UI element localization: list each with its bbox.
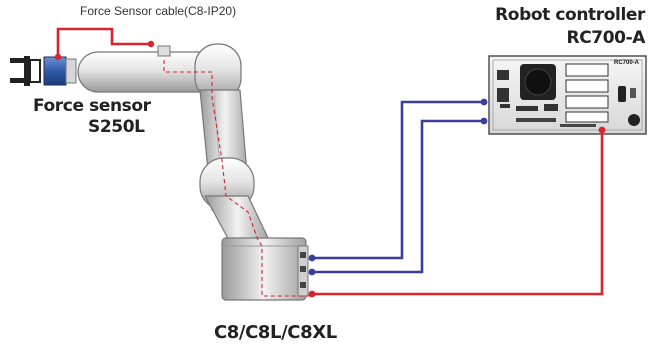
force-sensor-cable-label: Force Sensor cable(C8-IP20) (80, 4, 237, 18)
force-sensor-cable-extension (308, 126, 606, 298)
controller-title: Robot controller (495, 5, 645, 25)
robot-arm (77, 43, 309, 301)
controller-panel-tag: RC700-A (614, 60, 640, 66)
force-sensor-title: Force sensor (33, 96, 151, 116)
force-sensor-block (43, 56, 67, 86)
robot-model-label: C8/C8L/C8XL (214, 322, 337, 343)
force-sensor-model: S250L (88, 117, 145, 137)
internal-cable-route (163, 60, 312, 297)
gripper (10, 56, 41, 86)
force-sensor-cable (54, 27, 155, 61)
controller-model: RC700-A (566, 28, 646, 48)
robot-cables (308, 98, 488, 276)
robot-controller (488, 55, 647, 135)
